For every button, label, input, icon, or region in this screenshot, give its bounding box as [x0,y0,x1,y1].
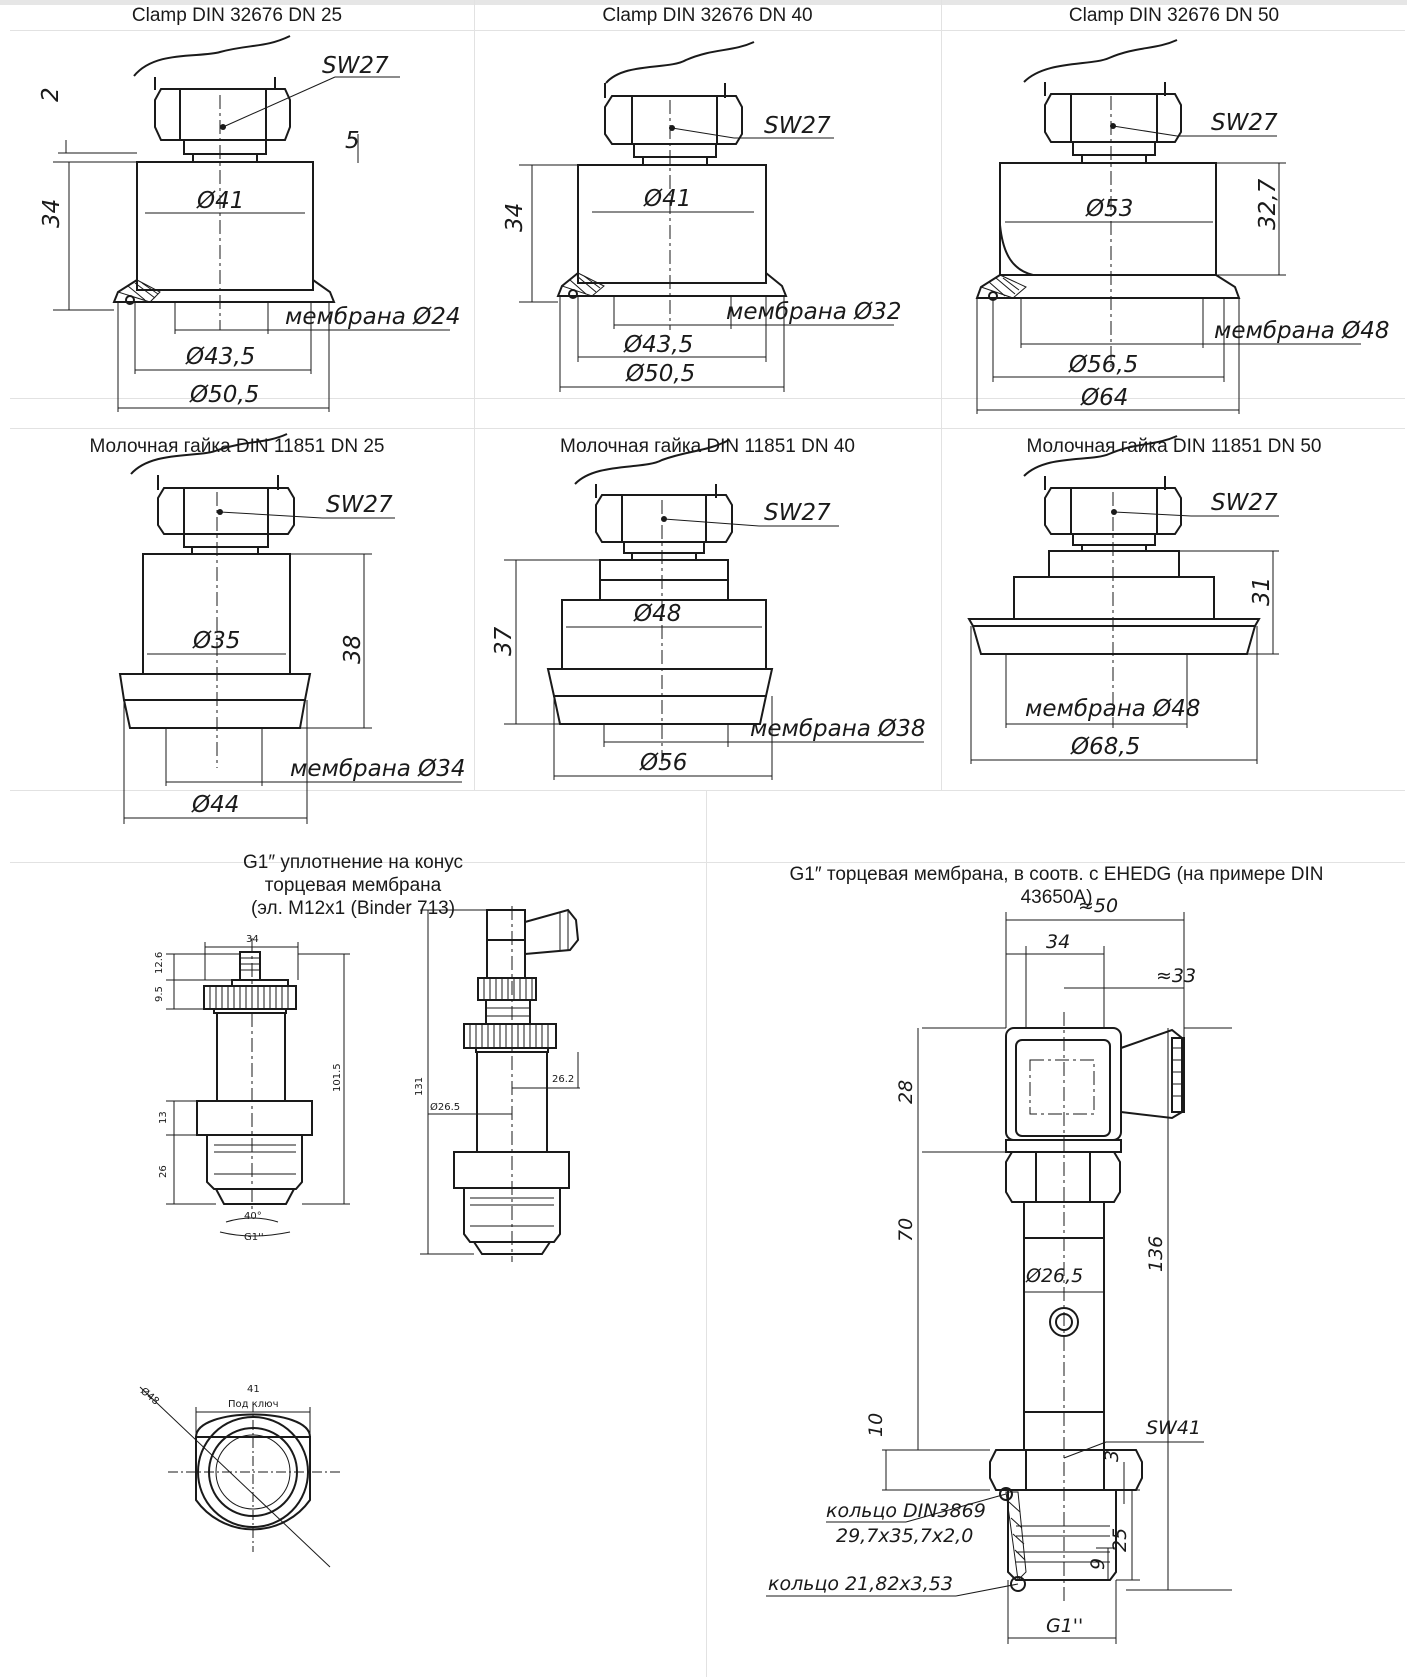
dim-groove: 9 [1087,1558,1109,1570]
grid-line [706,790,707,1677]
grid-line [474,0,475,398]
dim-housing-width: 34 [1046,931,1070,953]
dim-membrane-diameter: мембрана Ø48 [1214,318,1390,344]
dim-height: 37 [491,626,517,656]
dim-body-diameter: Ø35 [192,628,240,654]
dim-nut-outer: Ø44 [191,792,239,818]
dim-height: 38 [340,635,366,664]
dim-hex-height: 10 [865,1413,887,1437]
grid-line [10,862,1405,863]
caption-g1-ehedg-line-1: G1″ торцевая мембрана, в соотв. с EHEDG … [789,864,1324,885]
wrench-size-label: SW27 [326,492,393,518]
dim-height: 34 [39,199,65,228]
dim-nut-outer: Ø56 [639,750,687,776]
dim-wrench-width: 41 [247,1384,260,1395]
caption-g1-cone-line-3: (эл. M12x1 (Binder 713) [250,898,456,919]
drawing-milk-nut-dn50: SW27 31 мембрана Ø48 Ø68,5 [967,435,1279,764]
wrench-size-label: SW27 [1211,110,1278,136]
dim-clamp-outer: Ø50,5 [625,361,695,387]
dim-body-diameter: Ø41 [196,188,244,214]
seal-ring-label: кольцо DIN3869 [826,1500,986,1522]
dim-clamp-inner: Ø43,5 [185,344,255,370]
dim-flange-gap: 2 [38,87,64,102]
dim-width: 34 [246,934,259,945]
dim-neck: 5 [345,128,360,154]
seal-ring-size: 29,7x35,7x2,0 [836,1525,973,1547]
drawing-g1-cone: 34 12.6 9.5 101.5 13 26 40° G1'' [138,906,580,1568]
wrench-size-label: SW27 [1211,490,1278,516]
dim-nut-outer: Ø68,5 [1070,734,1140,760]
o-ring-label: кольцо 21,82x3,53 [768,1573,953,1595]
grid-line [10,428,1405,429]
drawing-clamp-dn40: SW27 34 Ø41 мембрана Ø32 Ø43,5 Ø50,5 [502,41,902,392]
dim-connector-offset: ≈33 [1156,965,1196,987]
dim-overall-width: ≈50 [1078,895,1118,917]
caption-milk-nut-dn40: Молочная гайка DIN 11851 DN 40 [560,436,855,457]
dim-membrane-diameter: мембрана Ø48 [1025,696,1201,722]
dim-knurl-height: 9.5 [154,986,165,1002]
dim-height: 34 [502,203,528,232]
dim-body-diameter: Ø53 [1085,196,1133,222]
caption-g1-ehedg-line-2: 43650A) [1020,887,1093,908]
drawing-clamp-dn50: SW27 32,7 Ø53 мембрана Ø48 Ø56,5 Ø64 [975,39,1390,414]
dim-cone-angle: 40° [244,1211,262,1222]
drawing-clamp-dn25: SW27 34 2 5 Ø41 мембрана Ø24 Ø43,5 Ø50,5 [38,35,461,412]
dim-thread-size: G1'' [244,1232,264,1243]
caption-clamp-dn25: Clamp DIN 32676 DN 25 [131,5,343,26]
dim-membrane-diameter: мембрана Ø24 [285,304,461,330]
dim-total-height: 136 [1145,1236,1167,1272]
dim-clamp-inner: Ø56,5 [1068,352,1138,378]
caption-g1-cone-line-2: торцевая мембрана [264,875,442,896]
dim-thread-size: G1'' [1046,1615,1083,1637]
grid-line [10,398,1405,399]
wrench-size-label: SW27 [322,53,389,79]
caption-clamp-dn40: Clamp DIN 32676 DN 40 [602,5,813,26]
caption-milk-nut-dn50: Молочная гайка DIN 11851 DN 50 [1026,436,1322,457]
caption-milk-nut-dn25: Молочная гайка DIN 11851 DN 25 [89,436,385,457]
dim-total-height: 101.5 [332,1063,343,1092]
grid-line [10,790,1405,791]
dim-height: 31 [1249,577,1275,606]
dim-height: 32,7 [1255,178,1281,230]
caption-clamp-dn50: Clamp DIN 32676 DN 50 [1068,5,1280,26]
wrench-size-label: SW27 [764,500,831,526]
dim-membrane-diameter: мембрана Ø32 [726,299,902,325]
dim-hex-height: 13 [158,1111,169,1124]
dim-collar: 3 [1101,1450,1123,1462]
dim-total-height-side: 131 [414,1077,425,1096]
dim-clamp-outer: Ø50,5 [189,382,259,408]
caption-g1-cone-line-1: G1″ уплотнение на конус [242,852,463,873]
drawing-milk-nut-dn40: SW27 37 Ø48 мембрана Ø38 Ø56 [491,439,926,780]
drawing-milk-nut-dn25: SW27 38 Ø35 мембрана Ø34 Ø44 [118,433,466,824]
dim-thread-height: 25 [1109,1528,1131,1552]
grid-line [474,398,475,790]
dim-connector-offset: 26.2 [552,1074,574,1085]
dim-membrane-diameter: мембрана Ø38 [750,716,926,742]
dim-body-diameter: Ø48 [633,601,681,627]
top-strip [0,0,1407,5]
dim-body-diameter: Ø26.5 [430,1101,460,1113]
dim-body-height: 70 [895,1218,917,1242]
dim-body-diameter: Ø41 [643,186,691,212]
dim-housing-height: 28 [895,1080,917,1104]
grid-line [941,0,942,398]
dim-body-diameter: Ø26,5 [1025,1265,1083,1287]
dim-clamp-inner: Ø43,5 [623,332,693,358]
grid-line [10,30,1405,31]
wrench-size-label: SW41 [1146,1417,1201,1439]
grid-line [941,398,942,790]
dim-thread-height: 26 [158,1165,169,1178]
wrench-size-label: SW27 [764,113,831,139]
dim-clamp-outer: Ø64 [1080,385,1128,411]
dim-connector-height: 12.6 [154,952,165,974]
drawing-g1-ehedg: ≈50 34 ≈33 28 70 136 Ø26,5 SW41 10 3 кол… [766,895,1232,1644]
dim-membrane-diameter: мембрана Ø34 [290,756,466,782]
